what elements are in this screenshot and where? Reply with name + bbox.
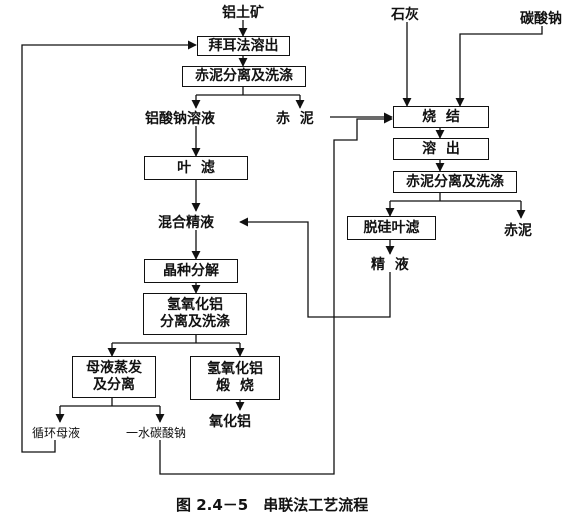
arrow-soda-to-sinter <box>455 26 543 107</box>
label-soda-monohydrate: 一水碳酸钠 <box>126 426 187 440</box>
input-lime: 石灰 <box>391 7 419 23</box>
label-sinter-red-mud: 赤泥 <box>504 223 532 239</box>
box-calcination-line1: 氢氧化铝 <box>207 361 263 377</box>
box-hydroxide-calcination: 氢氧化铝 煅 烧 <box>190 356 280 400</box>
box-desilication-filter: 脱硅叶滤 <box>347 216 436 240</box>
label-alumina: 氧化铝 <box>209 414 251 430</box>
box-sinter-mud-separation-label: 赤泥分离及洗涤 <box>406 173 504 190</box>
box-evaporation-line1: 母液蒸发 <box>86 360 142 376</box>
arrow-fine-to-mixed <box>239 217 391 318</box>
box-leaf-filter-label: 叶 滤 <box>177 159 215 176</box>
box-sinter-leaching-label: 溶 出 <box>422 140 460 157</box>
box-evaporation-line2: 及分离 <box>93 377 135 393</box>
box-bayer-mud-separation: 赤泥分离及洗涤 <box>182 66 306 87</box>
arrow-recycle-loop <box>21 40 197 453</box>
box-sinter-mud-separation: 赤泥分离及洗涤 <box>393 171 517 193</box>
label-aluminate-solution: 铝酸钠溶液 <box>145 111 215 127</box>
box-seed-precipitation-label: 晶种分解 <box>163 262 219 279</box>
box-sintering: 烧 结 <box>393 106 489 128</box>
box-mother-liquor-evaporation: 母液蒸发 及分离 <box>72 356 156 398</box>
box-leaf-filter: 叶 滤 <box>144 156 248 180</box>
input-bauxite: 铝土矿 <box>222 5 264 21</box>
label-mixed-liquor: 混合精液 <box>158 215 214 231</box>
box-sintering-label: 烧 结 <box>422 108 460 125</box>
box-bayer-digestion: 拜耳法溶出 <box>197 36 290 56</box>
input-soda: 碳酸钠 <box>520 11 562 27</box>
box-bayer-mud-separation-label: 赤泥分离及洗涤 <box>195 68 293 84</box>
arrow-soda-mono-to-sinter <box>159 114 393 475</box>
box-bayer-digestion-label: 拜耳法溶出 <box>208 37 279 54</box>
box-sinter-leaching: 溶 出 <box>393 138 489 160</box>
box-desilication-filter-label: 脱硅叶滤 <box>363 219 420 236</box>
box-hydroxide-separation: 氢氧化铝 分离及洗涤 <box>143 293 247 335</box>
box-hydroxide-separation-line2: 分离及洗涤 <box>160 314 230 330</box>
label-bayer-red-mud: 赤 泥 <box>276 111 314 127</box>
box-seed-precipitation: 晶种分解 <box>144 259 238 283</box>
box-hydroxide-separation-line1: 氢氧化铝 <box>167 297 223 313</box>
box-calcination-line2: 煅 烧 <box>216 378 254 394</box>
figure-caption: 图 2.4－5 串联法工艺流程 <box>176 496 369 514</box>
label-fine-liquor: 精 液 <box>371 257 409 273</box>
label-recycle-liquor: 循环母液 <box>32 426 81 440</box>
